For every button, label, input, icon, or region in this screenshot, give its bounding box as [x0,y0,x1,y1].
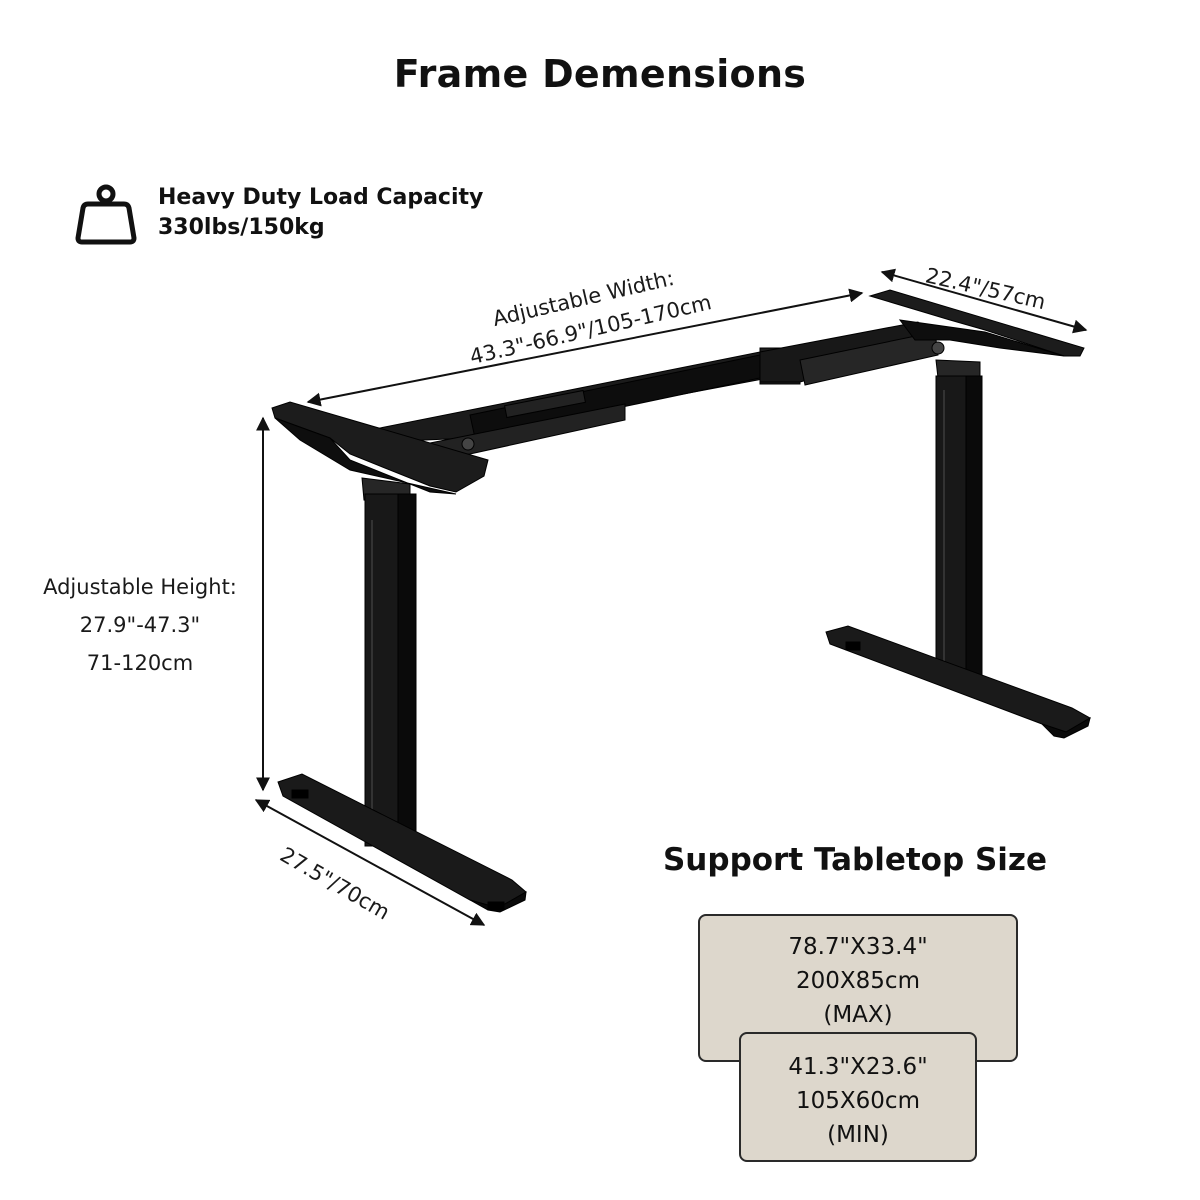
page-title: Frame Demensions [393,52,807,96]
desk-frame [271,289,1092,913]
crossbeam-clamp-left [504,389,586,419]
load-capacity-label: Heavy Duty Load Capacity [158,185,484,210]
load-capacity-value: 330lbs/150kg [158,215,325,240]
left-leg-outer [397,493,417,847]
tabletop-min-cm: 105X60cm [796,1088,920,1114]
tabletop-min-inches: 41.3"X23.6" [788,1054,928,1080]
depth-bottom-arrow [254,799,486,926]
weight-icon [75,184,137,245]
left-top-bracket-face [274,417,457,495]
height-label: Adjustable Height: [43,575,237,599]
height-value-inches: 27.9"-47.3" [79,613,201,637]
load-capacity: Heavy Duty Load Capacity 330lbs/150kg [158,183,483,243]
tabletop-min-tag: (MIN) [827,1122,889,1148]
depth-top-arrow [880,268,1088,334]
left-foot-pad [291,789,309,799]
height-dimension: Adjustable Height: 27.9"-47.3" 71-120cm [20,568,260,682]
right-top-bracket [868,289,1085,357]
crossbeam-right-face [799,331,939,386]
tabletop-max-inches: 78.7"X33.4" [788,934,928,960]
right-leg-outer [965,375,983,677]
right-top-bracket-face [898,319,1065,357]
right-foot-pad [845,641,861,651]
crossbeam-inner [469,354,761,439]
tabletop-min-board: 41.3"X23.6" 105X60cm (MIN) [739,1032,977,1162]
left-foot-pad-front [487,901,505,911]
left-motor-hole [461,437,475,451]
height-value-cm: 71-120cm [86,651,194,675]
tabletop-heading: Support Tabletop Size [662,842,1047,878]
tabletop-max-tag: (MAX) [823,1002,893,1028]
tabletop-max-cm: 200X85cm [796,968,920,994]
width-arrow [306,288,864,407]
right-motor-hole [931,341,945,355]
right-foot-end [1041,716,1091,739]
